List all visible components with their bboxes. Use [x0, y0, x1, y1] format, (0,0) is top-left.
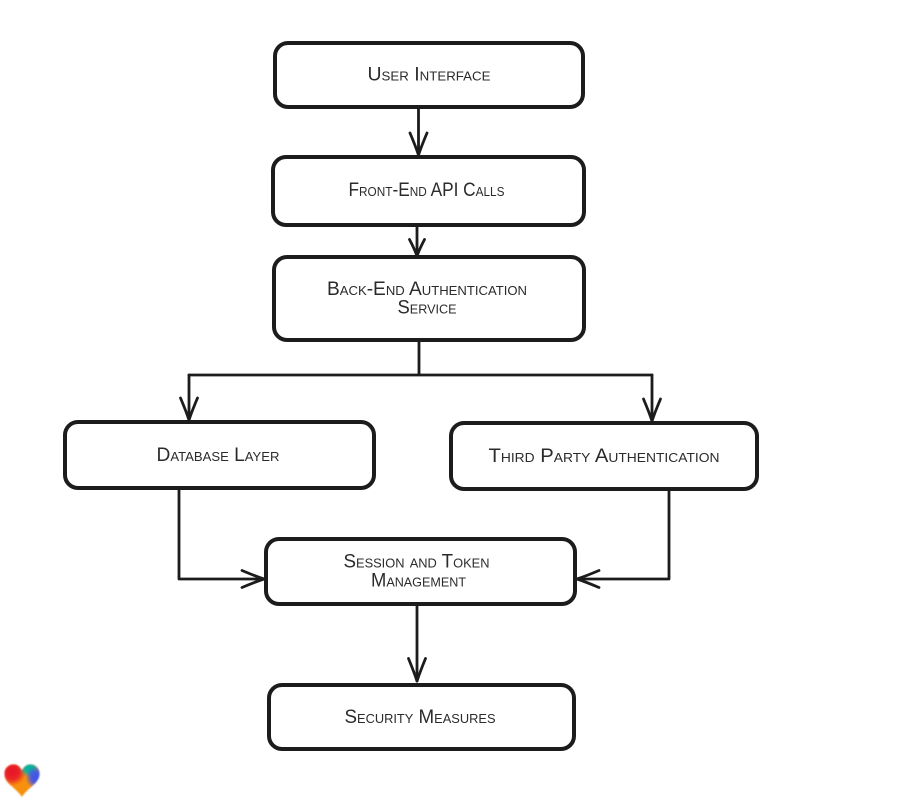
svg-text:Security Measures: Security Measures: [345, 707, 496, 728]
svg-text:Management: Management: [371, 571, 466, 592]
svg-text:Third Party Authentication: Third Party Authentication: [489, 446, 720, 467]
svg-text:Database Layer: Database Layer: [157, 445, 280, 466]
svg-text:Back-End Authentication: Back-End Authentication: [327, 279, 527, 300]
svg-text:User Interface: User Interface: [368, 64, 491, 85]
svg-text:Session and Token: Session and Token: [344, 551, 490, 572]
svg-text:Service: Service: [398, 298, 457, 319]
svg-text:Front-End API Calls: Front-End API Calls: [349, 180, 505, 201]
